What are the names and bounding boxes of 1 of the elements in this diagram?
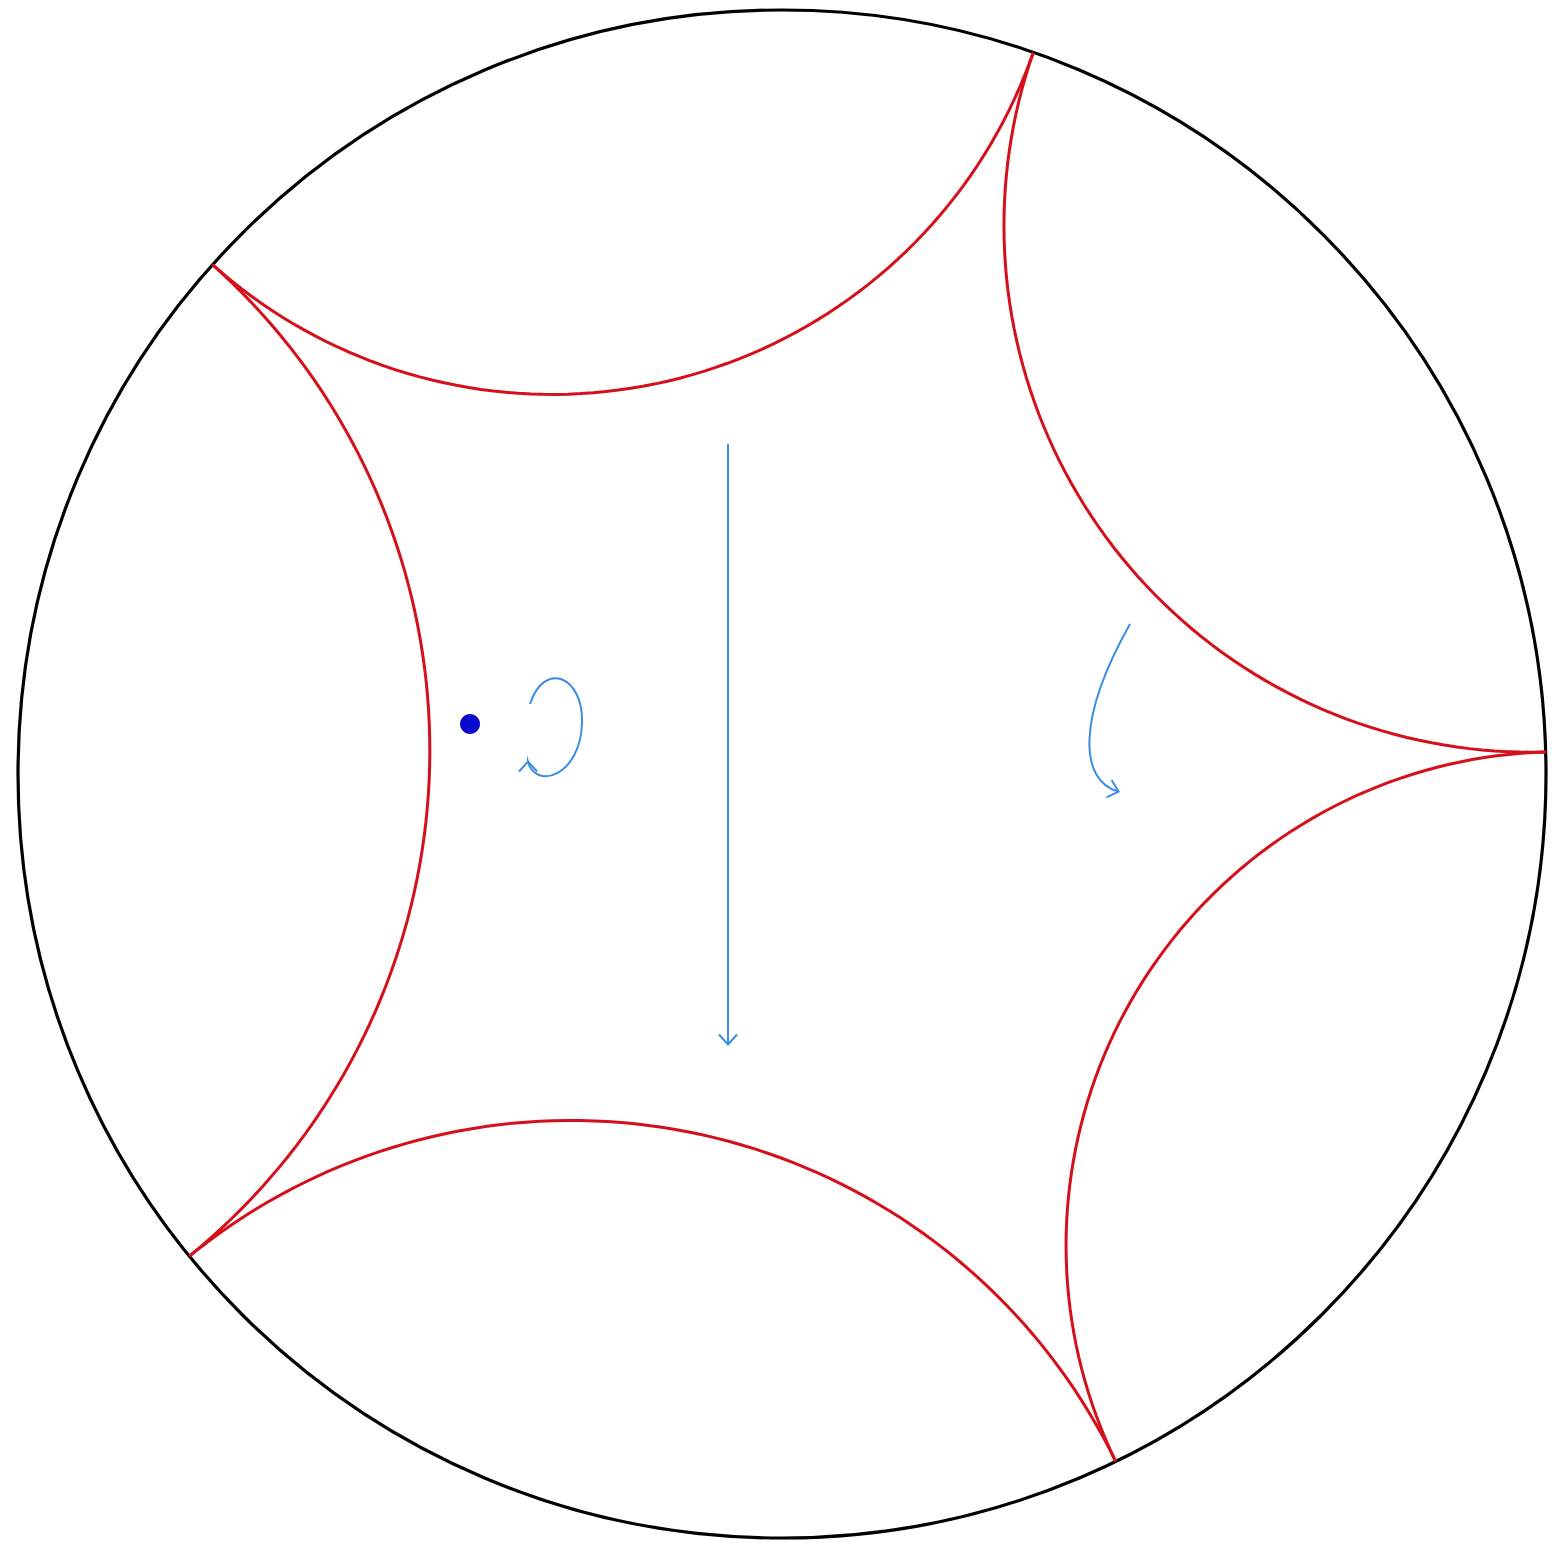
disk <box>16 8 1548 1540</box>
